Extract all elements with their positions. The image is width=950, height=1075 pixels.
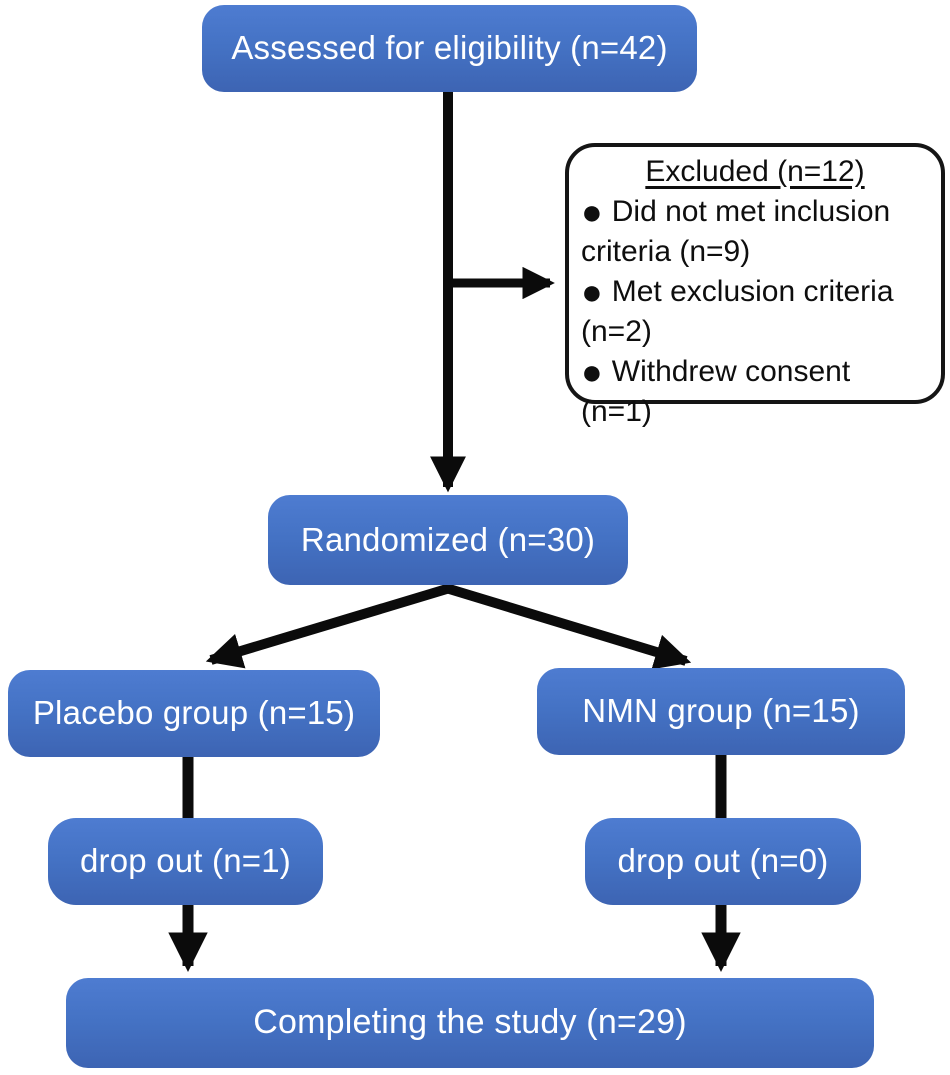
node-label: Randomized (n=30)	[300, 520, 596, 558]
node-label: drop out (n=1)	[79, 842, 292, 880]
node-dropout-placebo: drop out (n=1)	[48, 818, 323, 905]
node-excluded: Excluded (n=12) ●Did not met inclusion c…	[565, 143, 945, 428]
node-label: drop out (n=0)	[617, 842, 829, 880]
arrow-randomized-to-nmn	[444, 583, 692, 670]
node-assessed-for-eligibility: Assessed for eligibility (n=42)	[202, 5, 697, 92]
node-placebo-group: Placebo group (n=15)	[8, 670, 380, 757]
node-dropout-nmn: drop out (n=0)	[585, 818, 861, 905]
bullet-icon: ●	[581, 191, 603, 232]
excluded-item: ●Withdrew consent (n=1)	[581, 352, 929, 432]
arrow-randomized-to-placebo	[205, 583, 452, 669]
excluded-item: ●Did not met inclusion criteria (n=9)	[581, 192, 929, 272]
excluded-item-text: Did not met inclusion criteria (n=9)	[581, 195, 891, 268]
node-label: Completing the study (n=29)	[253, 1003, 687, 1042]
bullet-icon: ●	[581, 271, 603, 312]
excluded-item: ●Met exclusion criteria (n=2)	[581, 272, 929, 352]
node-label: Assessed for eligibility (n=42)	[231, 29, 668, 67]
excluded-title: Excluded (n=12)	[645, 155, 865, 188]
bullet-icon: ●	[581, 351, 603, 392]
node-label: Placebo group (n=15)	[32, 694, 356, 732]
excluded-item-text: Withdrew consent (n=1)	[581, 355, 851, 428]
node-nmn-group: NMN group (n=15)	[537, 668, 905, 755]
excluded-item-text: Met exclusion criteria (n=2)	[581, 275, 894, 348]
node-completing-study: Completing the study (n=29)	[66, 978, 874, 1068]
node-randomized: Randomized (n=30)	[268, 495, 628, 585]
node-label: NMN group (n=15)	[582, 692, 860, 730]
